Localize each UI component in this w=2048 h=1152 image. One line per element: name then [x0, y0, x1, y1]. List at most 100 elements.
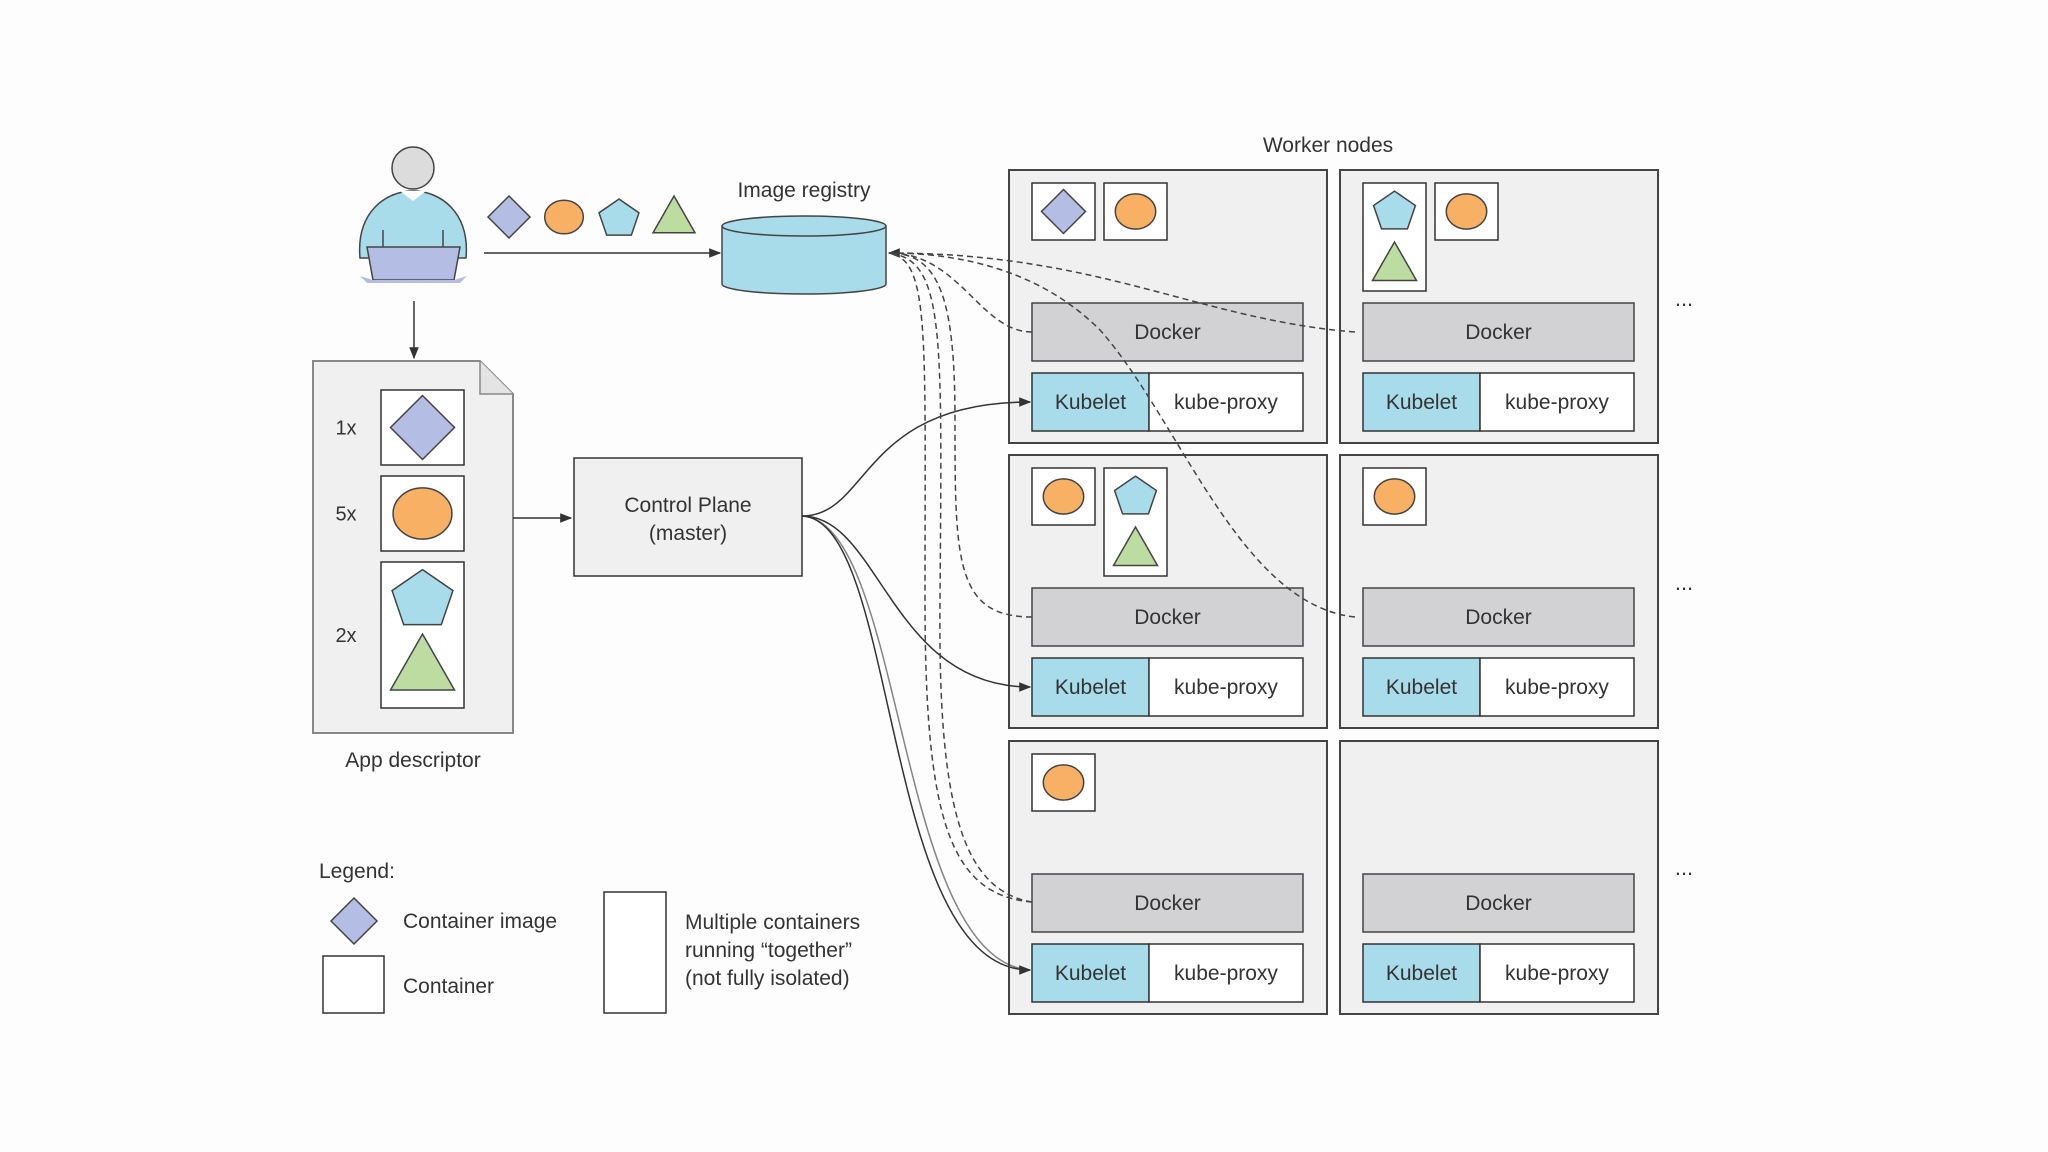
kubelet-label: Kubelet [1055, 391, 1126, 414]
control-plane-sublabel: (master) [649, 522, 727, 545]
docker-label: Docker [1134, 892, 1201, 915]
legend-title: Legend: [319, 860, 395, 883]
kube-proxy[interactable]: kube-proxy [1148, 943, 1304, 1003]
control-to-kubelet-arrow [801, 515, 1032, 975]
kube-proxy[interactable]: kube-proxy [1148, 372, 1304, 432]
descriptor-entry: 1x [335, 389, 465, 466]
replica-count: 5x [335, 504, 356, 526]
more-nodes-ellipsis: ... [1675, 570, 1693, 595]
circle-icon [1042, 478, 1085, 515]
pod[interactable] [1103, 467, 1168, 577]
control-plane-box[interactable]: Control Plane (master) [573, 457, 803, 577]
pod[interactable] [1362, 467, 1427, 526]
kubelet[interactable]: Kubelet [1031, 657, 1150, 717]
docker-runtime[interactable]: Docker [1031, 587, 1304, 647]
legend-multi-label-line2: running “together” [685, 939, 852, 962]
control-plane-connections [801, 397, 1032, 975]
triangle-icon [389, 632, 456, 691]
docker-label: Docker [1134, 321, 1201, 344]
legend-container-box [322, 955, 385, 1014]
circle-icon [1445, 193, 1488, 230]
kubelet-label: Kubelet [1386, 676, 1457, 699]
pod[interactable] [1031, 753, 1096, 812]
kubelet[interactable]: Kubelet [1031, 943, 1150, 1003]
developer-icon [358, 146, 468, 283]
image-registry-label: Image registry [737, 179, 871, 202]
docker-label: Docker [1465, 606, 1532, 629]
docker-label: Docker [1465, 321, 1532, 344]
pentagon-icon [1372, 190, 1417, 230]
docker-runtime[interactable]: Docker [1362, 873, 1635, 933]
more-nodes-ellipsis: ... [1675, 286, 1693, 311]
triangle-icon [1371, 240, 1418, 282]
triangle-icon [651, 194, 697, 234]
control-to-kubelet-arrow [801, 515, 1031, 971]
circle-icon [1042, 764, 1085, 801]
legend-multi-label-line3: (not fully isolated) [685, 967, 850, 990]
kube-proxy-label: kube-proxy [1505, 962, 1609, 985]
docker-runtime[interactable]: Docker [1362, 302, 1635, 362]
kube-proxy-label: kube-proxy [1505, 391, 1609, 414]
pod[interactable] [1434, 182, 1499, 241]
circle-icon [543, 199, 585, 235]
control-plane-label: Control Plane [624, 494, 751, 517]
docker-runtime[interactable]: Docker [1031, 302, 1304, 362]
diamond-icon [486, 194, 532, 240]
descriptor-entry: 5x [335, 475, 465, 552]
docker-runtime[interactable]: Docker [1362, 587, 1635, 647]
kube-proxy-label: kube-proxy [1174, 391, 1278, 414]
replica-count: 1x [335, 418, 356, 440]
container-images-row [486, 194, 697, 240]
diamond-icon [1040, 188, 1087, 235]
docker-runtime[interactable]: Docker [1031, 873, 1304, 933]
docker-label: Docker [1134, 606, 1201, 629]
triangle-icon [1112, 525, 1159, 567]
pull-line [888, 252, 1033, 903]
pod[interactable] [1031, 182, 1096, 241]
kubelet-label: Kubelet [1055, 676, 1126, 699]
kube-proxy[interactable]: kube-proxy [1479, 372, 1635, 432]
pod[interactable] [1362, 182, 1427, 292]
pod[interactable] [1031, 467, 1096, 526]
pentagon-icon [391, 568, 454, 626]
kube-proxy-label: kube-proxy [1174, 676, 1278, 699]
circle-icon [1373, 478, 1416, 515]
kubelet-label: Kubelet [1055, 962, 1126, 985]
legend-container-image-label: Container image [403, 910, 557, 933]
legend-container-label: Container [403, 975, 494, 998]
worker-nodes-title: Worker nodes [1263, 134, 1393, 157]
kubelet[interactable]: Kubelet [1362, 943, 1481, 1003]
kubelet[interactable]: Kubelet [1031, 372, 1150, 432]
control-to-kubelet-arrow [801, 397, 1032, 517]
kubelet[interactable]: Kubelet [1362, 372, 1481, 432]
kube-proxy[interactable]: kube-proxy [1479, 943, 1635, 1003]
kube-proxy-label: kube-proxy [1505, 676, 1609, 699]
control-to-kubelet-arrow [801, 515, 1032, 692]
pull-line [888, 252, 1356, 333]
pentagon-icon [598, 198, 640, 236]
kube-proxy[interactable]: kube-proxy [1479, 657, 1635, 717]
replica-count: 2x [335, 625, 356, 647]
legend-multi-container-box [603, 891, 667, 1014]
diamond-icon [329, 896, 379, 946]
pod[interactable] [1103, 182, 1168, 241]
app-descriptor-label: App descriptor [345, 749, 480, 772]
kube-proxy[interactable]: kube-proxy [1148, 657, 1304, 717]
legend: Legend: Container image Container Multip… [319, 860, 860, 1014]
pull-line [887, 248, 1033, 333]
descriptor-entry: 2x [335, 561, 465, 709]
diamond-icon [389, 394, 456, 461]
docker-label: Docker [1465, 892, 1532, 915]
kubelet[interactable]: Kubelet [1362, 657, 1481, 717]
legend-multi-label-line1: Multiple containers [685, 911, 860, 934]
kubelet-label: Kubelet [1386, 391, 1457, 414]
kubelet-label: Kubelet [1386, 962, 1457, 985]
circle-icon [392, 487, 453, 540]
